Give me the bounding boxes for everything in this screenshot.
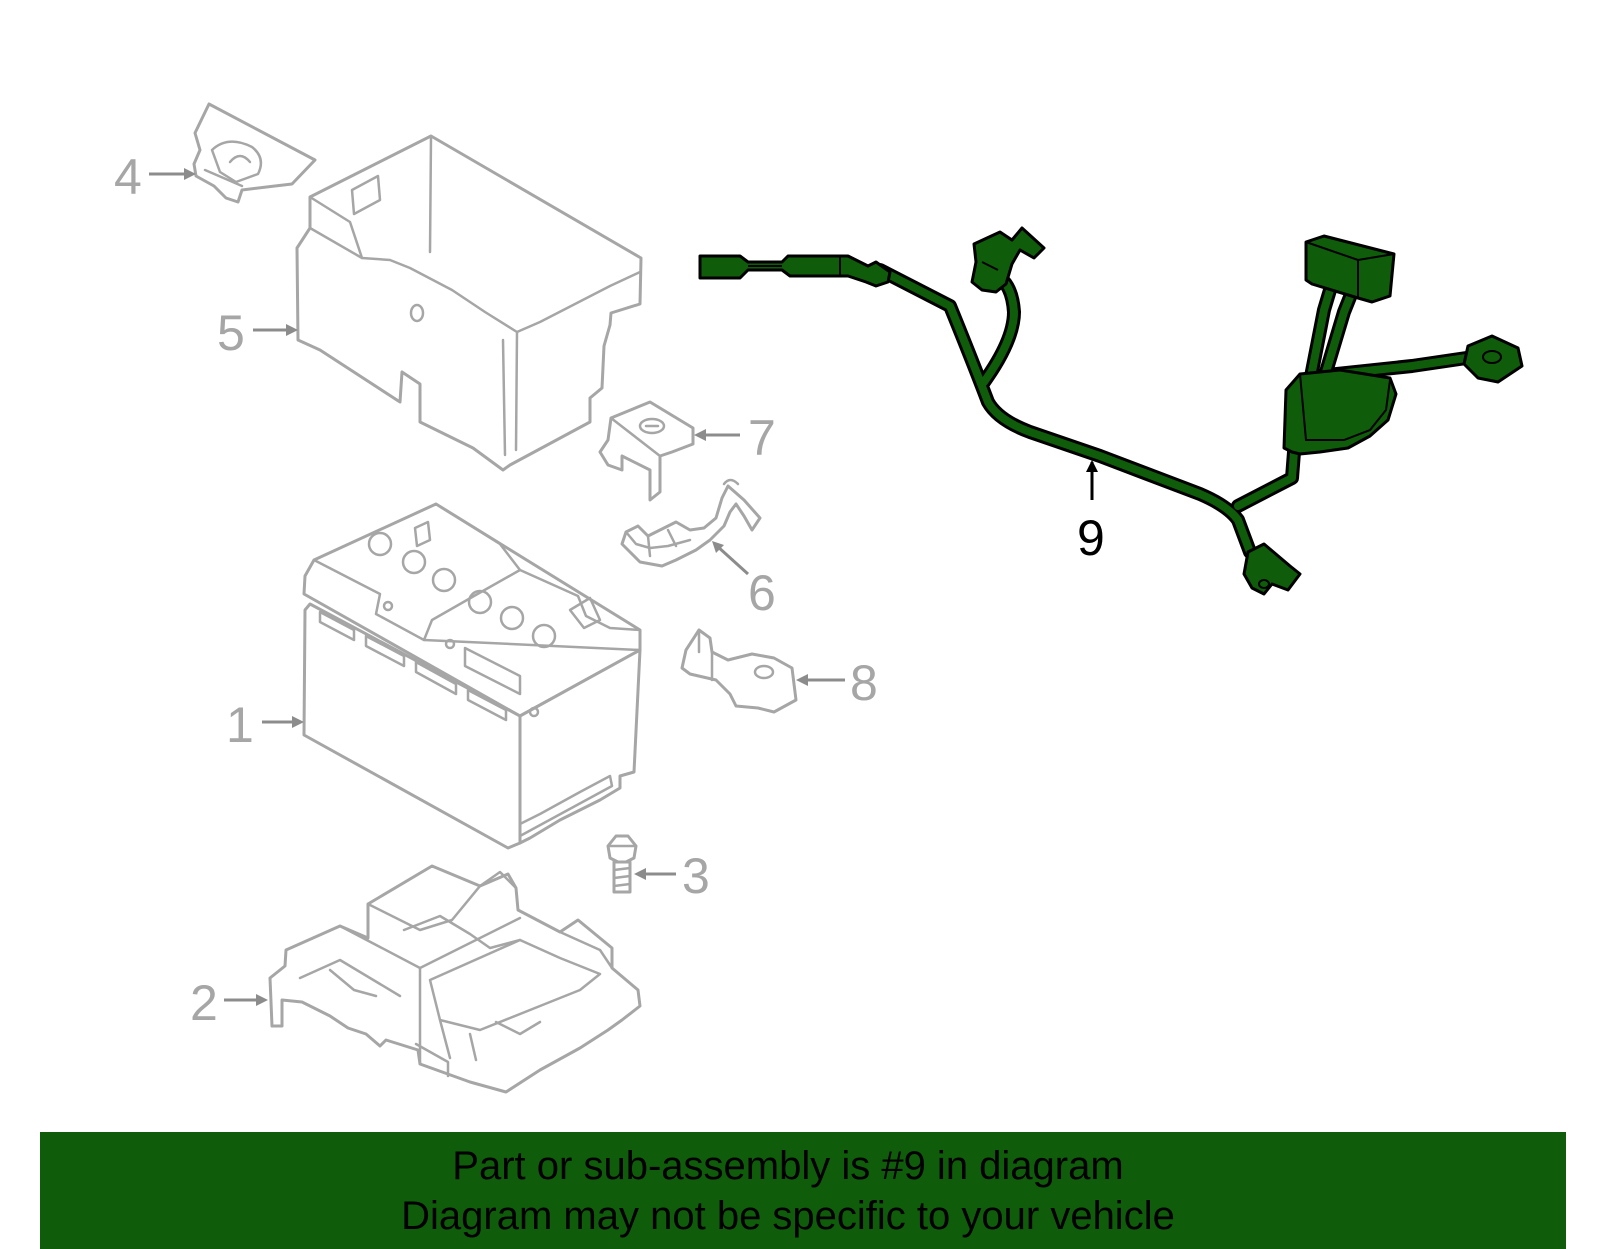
part-5-battery-box [295,134,643,472]
callout-6: 6 [748,565,776,621]
callout-3: 3 [682,848,710,904]
banner-line-part-number: Part or sub-assembly is #9 in diagram [452,1143,1124,1188]
leader-6 [715,544,750,576]
part-2-battery-tray [268,864,642,1094]
banner-line-disclaimer: Diagram may not be specific to your vehi… [401,1193,1175,1238]
callout-7: 7 [748,410,776,466]
arrow-4 [184,168,196,180]
arrow-7 [694,429,706,441]
part-9-wiring-harness [698,226,1524,596]
info-banner: Part or sub-assembly is #9 in diagram Di… [40,1132,1566,1249]
callout-9: 9 [1077,510,1105,566]
part-1-battery [302,502,642,850]
arrow-6 [712,541,724,553]
arrow-1 [292,716,304,728]
arrow-2 [256,994,268,1006]
arrow-9 [1086,460,1098,472]
arrow-8 [796,674,808,686]
arrow-3 [634,868,646,880]
arrow-5 [286,324,298,336]
callout-1: 1 [226,697,254,753]
callout-5: 5 [217,305,245,361]
part-3-bolt [606,834,638,894]
callout-2: 2 [190,975,218,1031]
part-6-sensor [620,478,762,568]
callout-4: 4 [114,149,142,205]
part-8-bracket [680,628,798,714]
callout-8: 8 [850,655,878,711]
part-4-clamp [192,102,317,204]
part-7-terminal-bracket [598,400,695,502]
